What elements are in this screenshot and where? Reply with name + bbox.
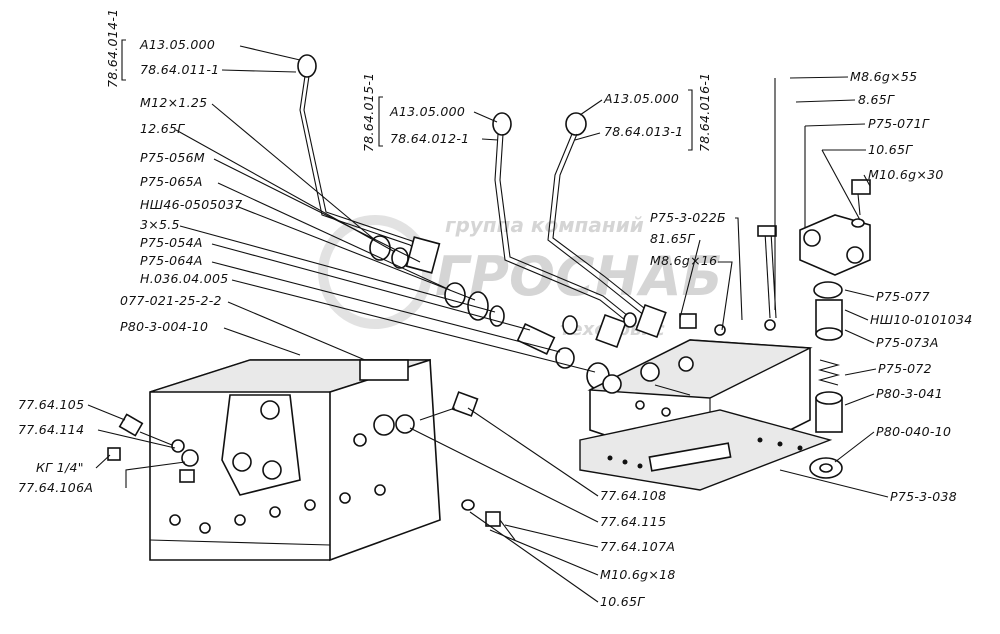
label-3x5: 3×5.5	[140, 217, 180, 232]
label-77-64-115: 77.64.115	[600, 514, 666, 529]
part-labels: 78.64.014-1 78.64.015-1 78.64.016-1 A13.…	[18, 9, 972, 609]
label-m12: M12×1.25	[140, 95, 207, 110]
leader-lines	[87, 45, 889, 603]
label-m10-30: M10.6g×30	[868, 167, 944, 182]
label-group-014: 78.64.014-1	[105, 9, 120, 88]
valve-stack	[369, 235, 726, 390]
left-housing	[149, 358, 441, 562]
label-p75-3-022: P75-3-022Б	[650, 210, 726, 225]
label-p75-064a: P75-064A	[140, 253, 203, 268]
label-p80-040: P80-040-10	[876, 424, 951, 439]
label-p75-072: P75-072	[878, 361, 932, 376]
label-p75-065a: P75-065A	[140, 174, 203, 189]
label-a13-left: A13.05.000	[139, 37, 215, 52]
group-brackets	[121, 39, 693, 151]
label-78-64-012: 78.64.012-1	[390, 131, 469, 146]
label-p75-3-038: P75-3-038	[890, 489, 957, 504]
label-group-015: 78.64.015-1	[361, 73, 376, 152]
label-81-65: 81.65Г	[650, 231, 695, 246]
watermark-line1: группа компаний	[445, 213, 644, 237]
label-77-64-114: 77.64.114	[18, 422, 84, 437]
label-p80-004: P80-3-004-10	[120, 319, 208, 334]
label-m8-16: M8.6g×16	[650, 253, 717, 268]
label-8-65: 8.65Г	[858, 92, 895, 107]
label-a13-mid: A13.05.000	[389, 104, 465, 119]
right-housing	[579, 339, 833, 491]
label-m8-55: M8.6g×55	[850, 69, 917, 84]
label-p75-056m: P75-056M	[140, 150, 205, 165]
label-m10-18: M10.6g×18	[600, 567, 676, 582]
label-p80-3-041: P80-3-041	[876, 386, 943, 401]
label-kg: КГ 1/4"	[36, 460, 84, 475]
label-78-64-011: 78.64.011-1	[140, 62, 219, 77]
label-a13-right: A13.05.000	[603, 91, 679, 106]
pipes	[297, 54, 655, 321]
right-column-parts	[757, 179, 871, 479]
label-77-64-105: 77.64.105	[18, 397, 84, 412]
label-n036: Н.036.04.005	[140, 271, 229, 286]
label-78-64-013: 78.64.013-1	[604, 124, 683, 139]
label-077: 077-021-25-2-2	[120, 293, 222, 308]
label-77-64-108: 77.64.108	[600, 488, 666, 503]
label-nsh10: НШ10-0101034	[870, 312, 972, 327]
label-p75-071: P75-071Г	[868, 116, 930, 131]
label-10-65-right: 10.65Г	[868, 142, 913, 157]
label-10-65-bottom: 10.65Г	[600, 594, 645, 609]
label-77-64-106a: 77.64.106A	[18, 480, 93, 495]
label-p75-077: P75-077	[876, 289, 930, 304]
label-12-65: 12.65Г	[140, 121, 185, 136]
label-nsh46: НШ46-0505037	[140, 197, 242, 212]
label-p75-054a: P75-054A	[140, 235, 203, 250]
label-p75-073a: P75-073A	[876, 335, 939, 350]
label-77-64-107a: 77.64.107A	[600, 539, 675, 554]
label-group-016: 78.64.016-1	[697, 73, 712, 152]
